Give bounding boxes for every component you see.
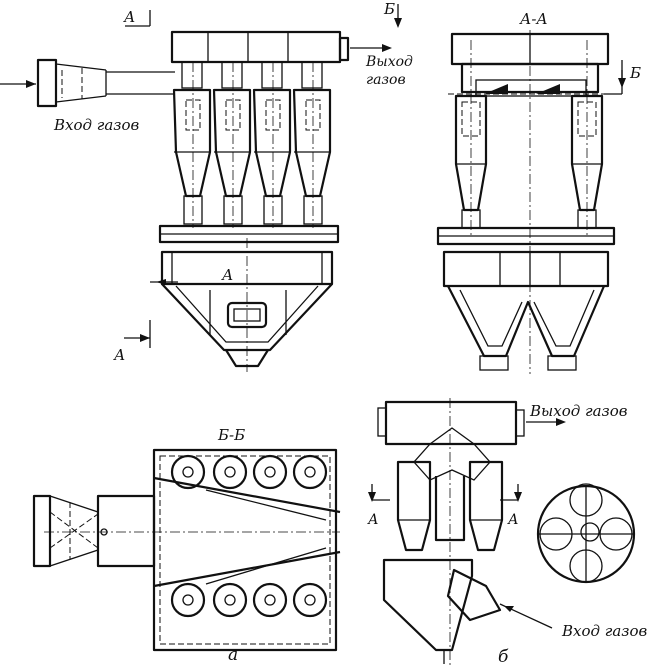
section-bb-plan-view <box>32 448 341 652</box>
label-section-bb: Б-Б <box>217 426 245 444</box>
inlet-flange <box>36 58 58 108</box>
plan-housing <box>152 448 338 652</box>
top-collector <box>170 30 342 64</box>
b-hopper <box>382 558 474 652</box>
mark-a-b-left: А <box>367 512 379 528</box>
b-cross-section-detail <box>536 483 636 584</box>
plan-cyclones-top-row <box>170 454 328 490</box>
cyclone-1 <box>172 61 212 228</box>
caption-a: а <box>228 645 238 665</box>
variant-b-view <box>368 398 636 666</box>
label-gas-outlet-1: Выход <box>365 54 413 70</box>
label-gas-outlet-b: Выход газов <box>529 402 628 420</box>
b-collector <box>384 400 518 446</box>
hopper-hatch <box>226 301 268 329</box>
mark-a-bottom: А <box>113 346 125 364</box>
cyclone-4 <box>292 61 332 228</box>
label-gas-inlet-b: Вход газов <box>561 622 648 640</box>
plan-cyclones-bottom-row <box>170 582 328 618</box>
caption-b: б <box>498 647 509 667</box>
label-gas-inlet: Вход газов <box>53 116 140 134</box>
mark-b-right: Б <box>629 64 641 82</box>
label-gas-outlet-2: газов <box>366 72 406 88</box>
mark-a-b-right: А <box>507 512 519 528</box>
cyclone-3 <box>252 61 292 228</box>
plan-inlet-flange <box>32 494 52 568</box>
cyclone-2 <box>212 61 252 228</box>
mark-b-top: Б <box>383 0 395 18</box>
front-elevation-view <box>0 10 392 372</box>
section-aa-view <box>436 30 623 374</box>
mark-a-top: А <box>123 8 135 26</box>
label-section-aa: А-А <box>519 10 548 28</box>
mark-a-hopper: А <box>221 266 233 284</box>
